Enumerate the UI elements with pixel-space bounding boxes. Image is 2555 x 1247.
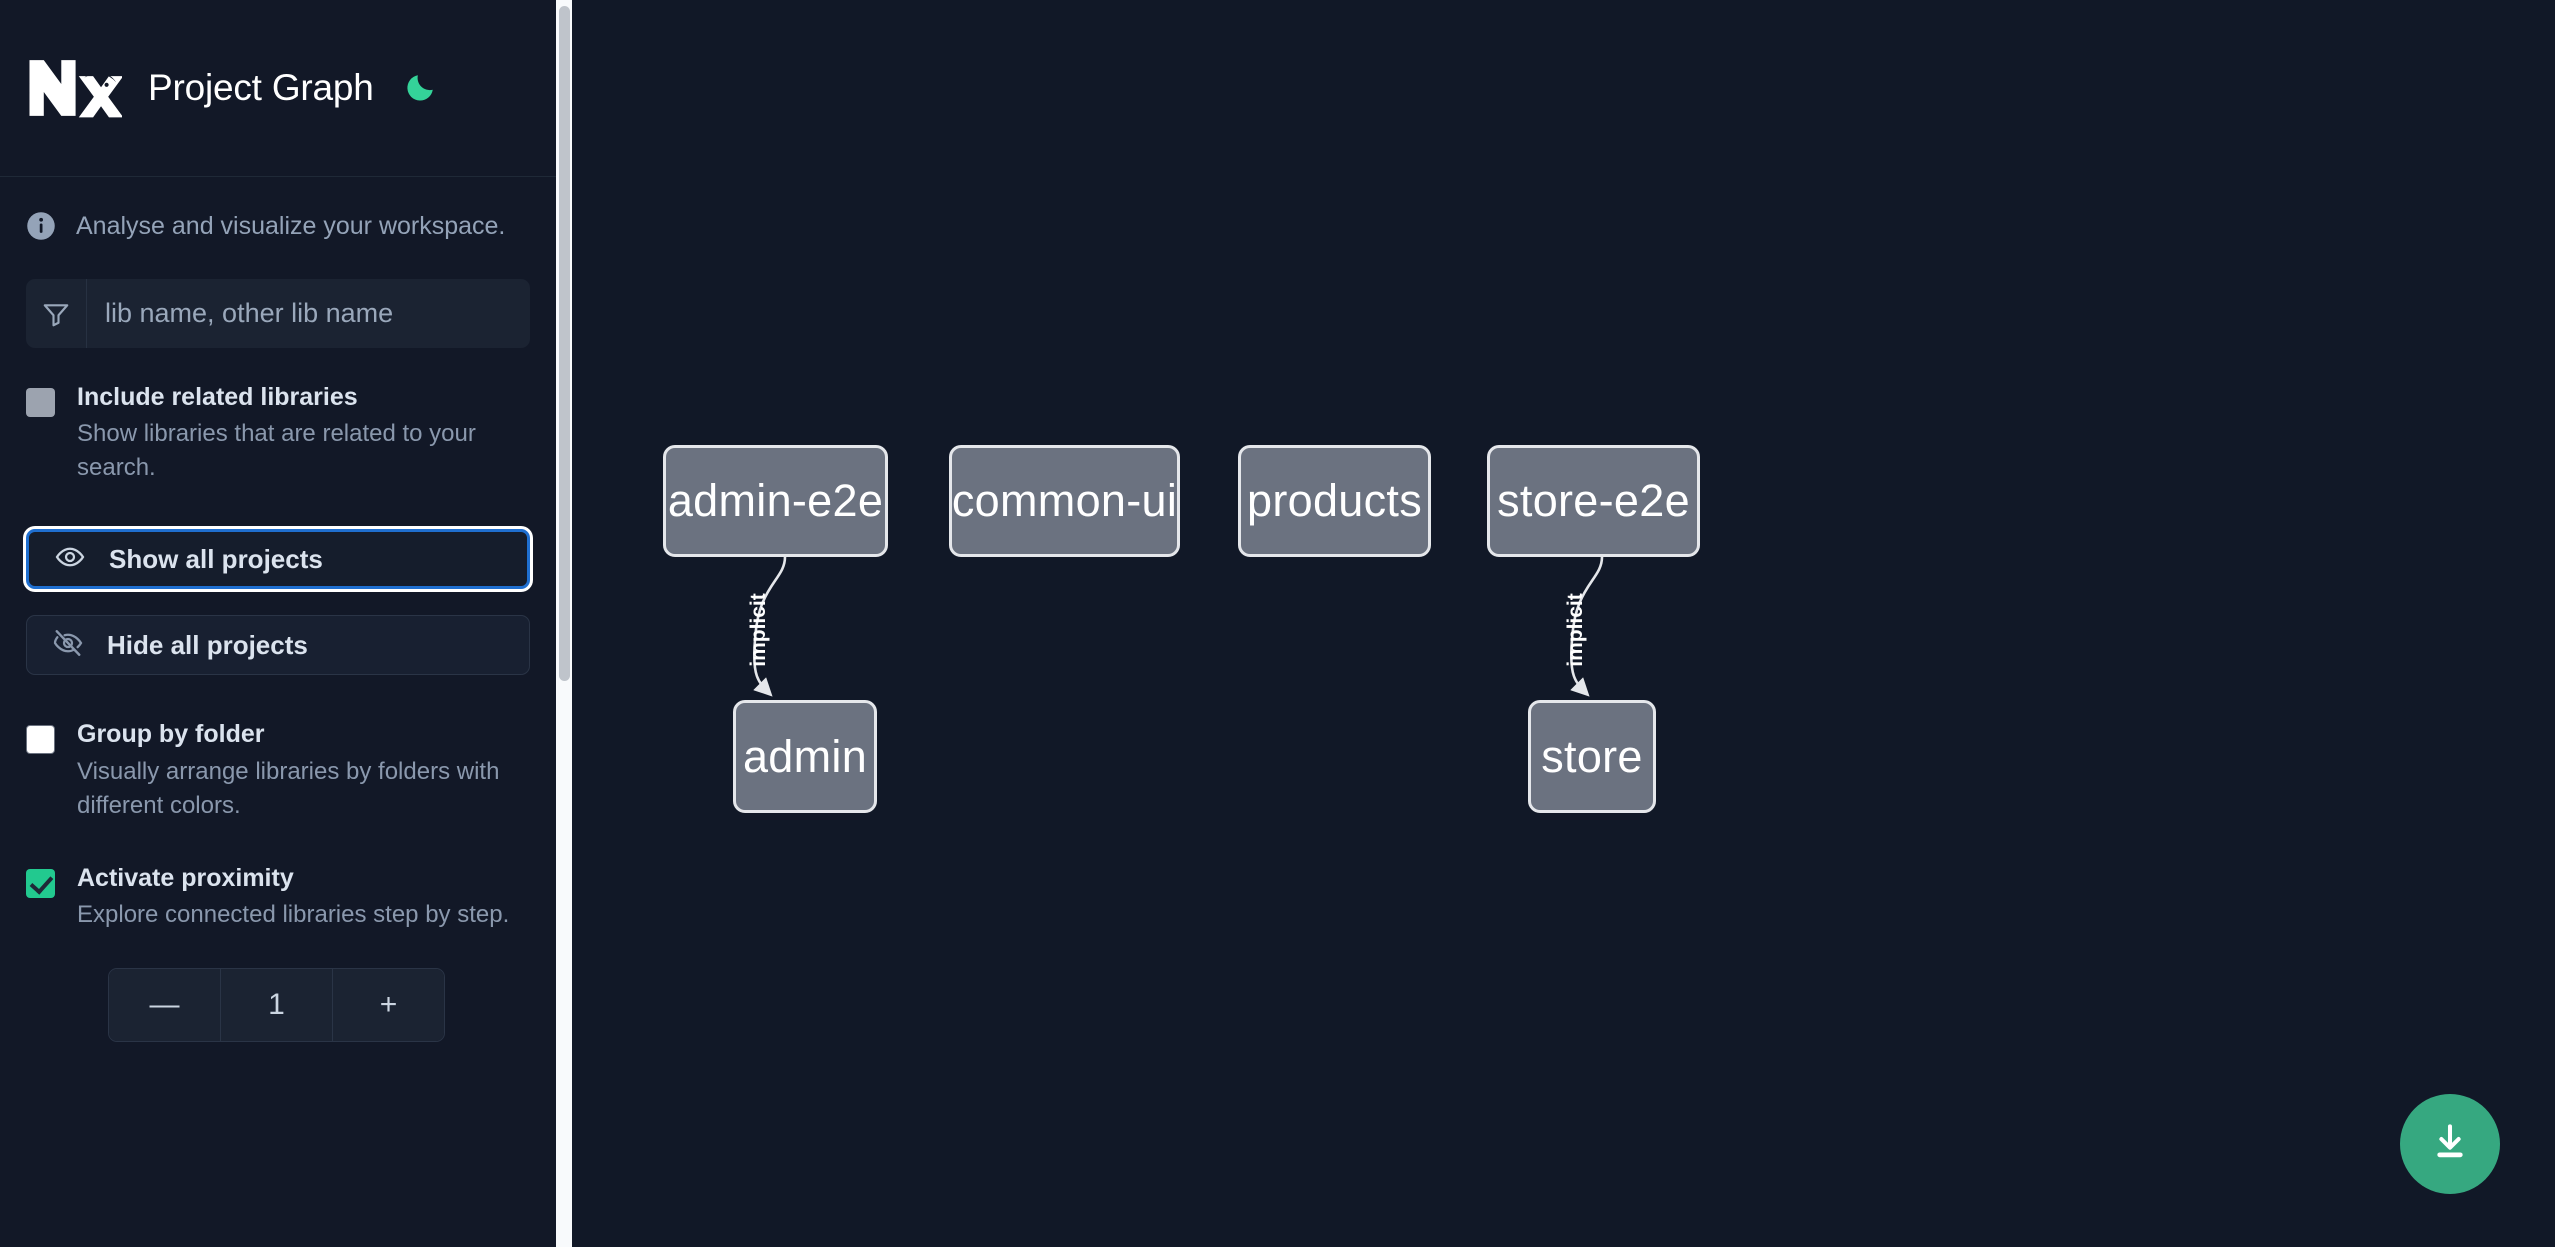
edge-label-store-implicit: implicit — [1563, 593, 1587, 667]
graph-node-store[interactable]: store — [1528, 700, 1656, 813]
activate-proximity-checkbox[interactable] — [26, 868, 55, 898]
info-icon — [26, 211, 56, 241]
sidebar-scrollbar-thumb[interactable] — [559, 6, 570, 681]
group-by-folder-checkbox[interactable] — [26, 725, 55, 755]
proximity-increment-button[interactable]: + — [333, 969, 444, 1042]
group-by-folder-description: Visually arrange libraries by folders wi… — [77, 757, 500, 819]
funnel-icon — [26, 279, 87, 348]
eye-off-icon — [53, 628, 83, 663]
graph-node-products[interactable]: products — [1238, 445, 1431, 557]
download-image-button[interactable] — [2400, 1094, 2500, 1194]
option-include-related-libraries[interactable]: Include related libraries Show libraries… — [26, 382, 530, 485]
moon-icon[interactable] — [400, 68, 440, 108]
activate-proximity-description: Explore connected libraries step by step… — [77, 901, 510, 929]
page-title: Project Graph — [148, 67, 374, 108]
edge-label-admin-implicit: implicit — [746, 593, 770, 667]
search-input[interactable] — [87, 279, 530, 348]
nx-logo-icon — [26, 57, 124, 119]
activate-proximity-label: Activate proximity — [77, 863, 294, 892]
option-activate-proximity[interactable]: Activate proximity Explore connected lib… — [26, 863, 530, 932]
text-filter[interactable] — [26, 279, 530, 348]
include-related-libraries-label: Include related libraries — [77, 383, 358, 411]
include-related-libraries-checkbox[interactable] — [26, 388, 55, 417]
proximity-value: 1 — [220, 969, 333, 1042]
graph-node-admin[interactable]: admin — [733, 700, 877, 813]
include-related-libraries-description: Show libraries that are related to your … — [77, 420, 476, 482]
proximity-decrement-button[interactable]: — — [109, 969, 220, 1042]
group-by-folder-label: Group by folder — [77, 720, 265, 749]
hide-all-projects-label: Hide all projects — [107, 629, 308, 660]
sidebar-body: Include related libraries Show libraries… — [0, 279, 556, 1043]
download-icon — [2428, 1120, 2472, 1169]
graph-canvas[interactable]: implicit implicit admin-e2e common-ui pr… — [572, 0, 2555, 1247]
sidebar-header: Project Graph — [0, 0, 556, 177]
hide-all-projects-button[interactable]: Hide all projects — [26, 615, 530, 676]
graph-node-common-ui[interactable]: common-ui — [949, 445, 1180, 557]
graph-node-store-e2e[interactable]: store-e2e — [1487, 445, 1700, 557]
show-all-projects-button[interactable]: Show all projects — [26, 529, 530, 590]
sidebar-tagline-text: Analyse and visualize your workspace. — [76, 211, 506, 240]
show-all-projects-label: Show all projects — [109, 543, 323, 574]
option-group-by-folder[interactable]: Group by folder Visually arrange librari… — [26, 719, 530, 822]
proximity-stepper[interactable]: — 1 + — [108, 968, 445, 1043]
sidebar: Project Graph Analyse and visualize your… — [0, 0, 556, 1247]
eye-icon — [55, 542, 85, 577]
graph-node-admin-e2e[interactable]: admin-e2e — [663, 445, 888, 557]
sidebar-tagline: Analyse and visualize your workspace. — [0, 177, 556, 275]
